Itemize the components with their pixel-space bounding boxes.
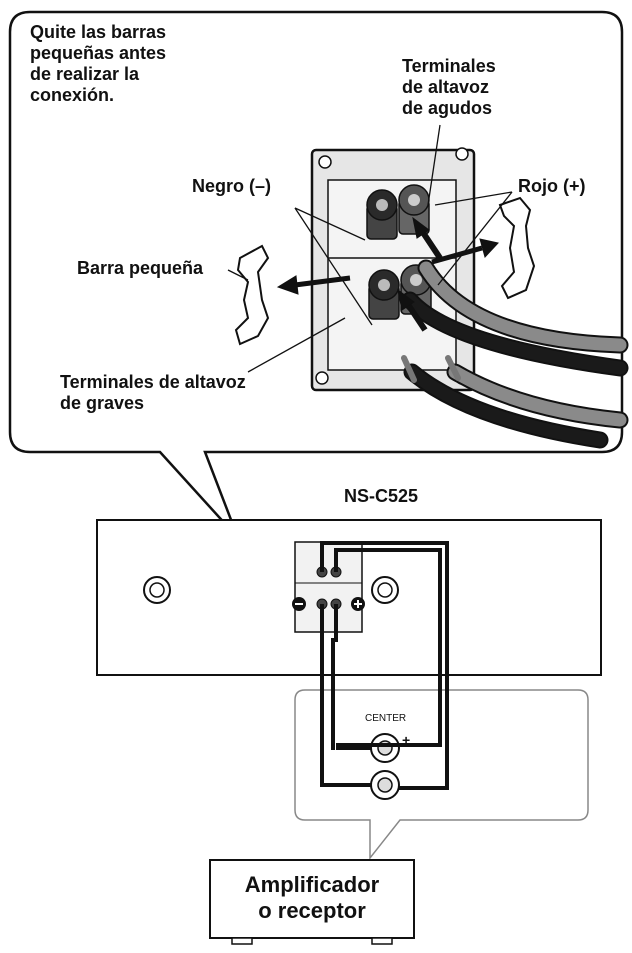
instruction-line-2: pequeñas antes [30,43,167,63]
amplifier-label-line-2: o receptor [258,898,366,923]
terminal-plate [310,147,476,392]
instruction-line-1: Quite las barras [30,22,167,42]
woofer-label-line-2: de graves [60,393,145,413]
small-bar-right [498,196,536,300]
small-bar-left [234,244,270,346]
positive-label: Rojo (+) [518,176,586,196]
pointer-lines [227,124,513,373]
amplifier-balloon [294,689,589,861]
woofer-label-line-1: Terminales de altavoz [60,372,246,392]
negative-label: Negro (–) [192,176,272,196]
small-bar-label: Barra pequeña [77,258,204,278]
speaker-body [96,519,602,676]
minus-sign: – [403,780,411,796]
removal-arrows [276,238,499,295]
speaker-model-label: NS-C525 [344,486,419,506]
insertion-arrows [397,216,443,332]
amplifier-body [209,859,415,945]
instruction-line-3: de realizar la [30,64,140,84]
tweeter-label-line-3: de agudos [402,98,493,118]
tweeter-label-line-2: de altavoz [402,77,490,97]
amplifier-label-line-1: Amplificador [244,872,380,897]
amplifier-label: Amplificador o receptor [210,872,414,924]
connection-wires [320,541,449,790]
instruction-line-4: conexión. [30,85,115,105]
woofer-terminals-label: Terminales de altavoz de graves [60,372,246,414]
plus-sign: + [402,732,411,748]
center-channel-label: CENTER [365,713,407,724]
tweeter-terminals-label: Terminales de altavoz de agudos [402,56,496,119]
tweeter-label-line-1: Terminales [402,56,496,76]
instruction-text: Quite las barras pequeñas antes de reali… [30,22,166,106]
